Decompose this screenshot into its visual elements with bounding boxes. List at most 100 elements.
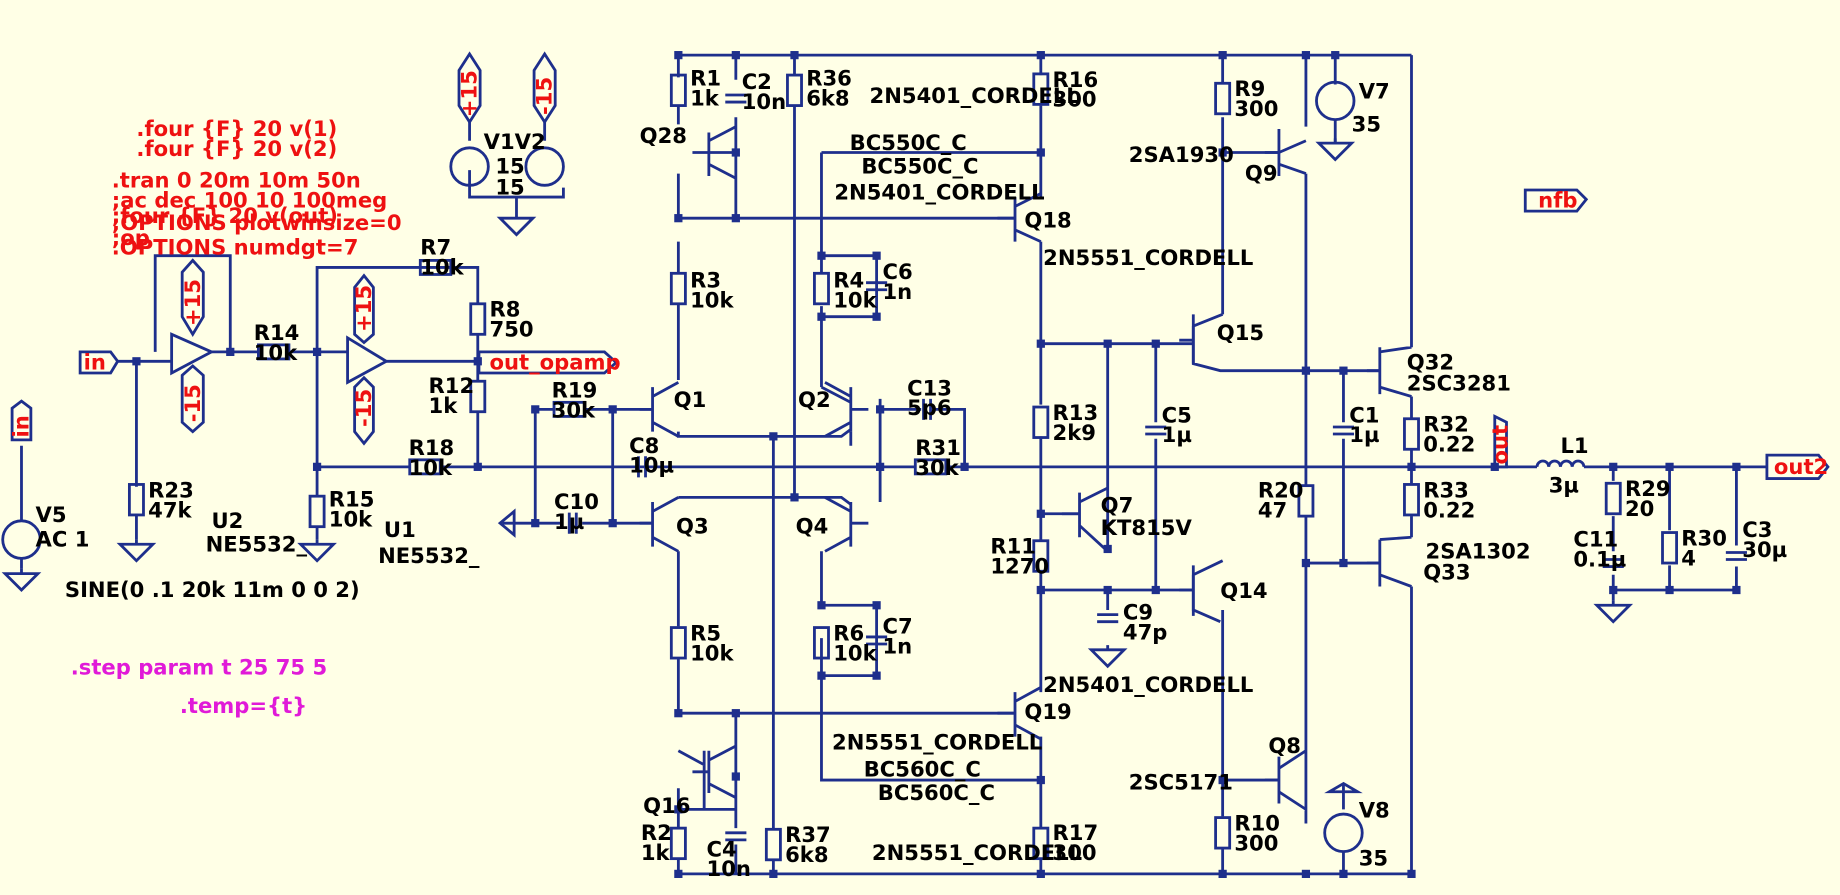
r11-symbol <box>1032 539 1050 573</box>
r8-name: R8 <box>490 297 521 322</box>
junction-dot <box>1218 51 1227 60</box>
q32-model: 2SC3281 <box>1407 371 1511 396</box>
c10-name: C10 <box>554 489 599 514</box>
junction-dot <box>790 51 799 60</box>
rc-labels: R11kR21kR310kR410kR510kR610kR710kR8750R9… <box>148 66 1787 882</box>
q9-name: Q9 <box>1245 161 1278 186</box>
v5-name: V5 <box>36 502 67 527</box>
u1-model: NE5532_ <box>378 543 480 568</box>
junction-dot <box>1339 558 1348 568</box>
temp-directive: .temp={t} <box>180 693 307 718</box>
r37-name: R37 <box>785 822 831 847</box>
net-label-p15-u2: +15 <box>180 279 205 326</box>
r18-symbol <box>408 458 442 476</box>
junction-dot <box>608 519 617 528</box>
transistor-symbols <box>639 125 1382 804</box>
r18-value: 10k <box>409 455 453 480</box>
c1-symbol <box>1332 425 1355 436</box>
r17-value: 300 <box>1053 840 1097 865</box>
junction-dot <box>876 405 885 414</box>
junction-dot <box>731 148 740 157</box>
model-q1q2-mid: BC550C_C <box>861 154 978 179</box>
junction-dot <box>872 601 881 610</box>
junction-dot <box>872 671 881 680</box>
junction-dot <box>312 347 322 357</box>
c7-value: 1n <box>882 633 912 658</box>
q2-name: Q2 <box>798 387 831 412</box>
r32-value: 0.22 <box>1423 432 1475 457</box>
junction-dot <box>1301 869 1311 878</box>
junction-dot <box>960 462 969 471</box>
r5-symbol <box>669 626 687 660</box>
u1-name: U1 <box>384 517 416 542</box>
c6-value: 1n <box>882 279 912 304</box>
r20-value: 47 <box>1258 497 1287 522</box>
junction-dot <box>817 671 826 680</box>
u2-model: NE5532_ <box>206 531 308 556</box>
r12-name: R12 <box>429 373 475 398</box>
r32-symbol <box>1403 417 1420 451</box>
c1-value: 1µ <box>1349 422 1379 447</box>
v5-sine: SINE(0 .1 20k 11m 0 0 2) <box>65 577 360 602</box>
r23-value: 47k <box>148 497 192 522</box>
junction-dot <box>731 772 740 781</box>
c13-symbol <box>922 398 932 420</box>
net-label-flags <box>10 51 1830 480</box>
r15-value: 10k <box>329 507 373 532</box>
c4-value: 10n <box>707 856 751 881</box>
net-label-out-opamp: out_opamp <box>490 349 621 374</box>
net-label-m15-v2: -15 <box>532 77 557 115</box>
junction-dot <box>1407 462 1416 471</box>
c4-symbol <box>725 831 747 842</box>
model-q18-top: 2N5401_CORDELL <box>834 179 1044 204</box>
r1-value: 1k <box>690 86 720 111</box>
v2-value: 15 <box>495 175 524 200</box>
r14-value: 10k <box>254 340 298 365</box>
junction-dot <box>731 51 740 60</box>
resistor-symbols <box>127 72 1678 862</box>
junction-dot <box>1036 51 1045 60</box>
junction-dot <box>1036 869 1045 878</box>
c6-name: C6 <box>882 259 912 284</box>
q15-name: Q15 <box>1217 320 1264 345</box>
c11-name: C11 <box>1573 527 1618 552</box>
c10-symbol <box>567 512 578 534</box>
q3-name: Q3 <box>676 514 709 539</box>
junction-dot <box>1609 585 1618 595</box>
q1-name: Q1 <box>674 387 707 412</box>
r12-symbol <box>469 379 487 414</box>
r37-value: 6k8 <box>785 842 828 867</box>
c7-name: C7 <box>882 613 912 638</box>
r36-symbol <box>786 73 803 107</box>
junction-dot <box>1218 148 1227 157</box>
net-label-p15-v1: +15 <box>457 70 482 117</box>
directive-four-v2: .four {F} 20 v(2) <box>136 136 337 161</box>
r33-value: 0.22 <box>1423 497 1475 522</box>
r4-value: 10k <box>833 287 877 312</box>
u2-name: U2 <box>212 508 244 533</box>
c1-name: C1 <box>1349 402 1379 427</box>
net-label-m15-u1: -15 <box>351 389 376 427</box>
r31-name: R31 <box>915 435 961 460</box>
r18-name: R18 <box>409 435 455 460</box>
r19-value: 30k <box>552 398 596 423</box>
r2-name: R2 <box>641 820 672 845</box>
q4-name: Q4 <box>796 514 829 539</box>
c13-value: 5p6 <box>907 395 952 420</box>
q16-name: Q16 <box>643 793 690 818</box>
c10-value: 1µ <box>554 509 584 534</box>
r30-symbol <box>1661 531 1678 565</box>
net-label-out2: out2 <box>1774 454 1828 479</box>
junction-dot <box>1036 775 1045 785</box>
q8-model: 2SC5171 <box>1129 769 1233 794</box>
l1-value: 3µ <box>1549 473 1579 498</box>
r14-symbol <box>257 343 291 361</box>
r5-value: 10k <box>690 640 734 665</box>
junction-dot <box>1036 585 1045 595</box>
junction-dot <box>790 493 799 502</box>
junction-dot <box>531 519 540 528</box>
r16-value: 300 <box>1053 87 1097 112</box>
c5-value: 1µ <box>1162 422 1192 447</box>
junction-dot <box>817 601 826 610</box>
